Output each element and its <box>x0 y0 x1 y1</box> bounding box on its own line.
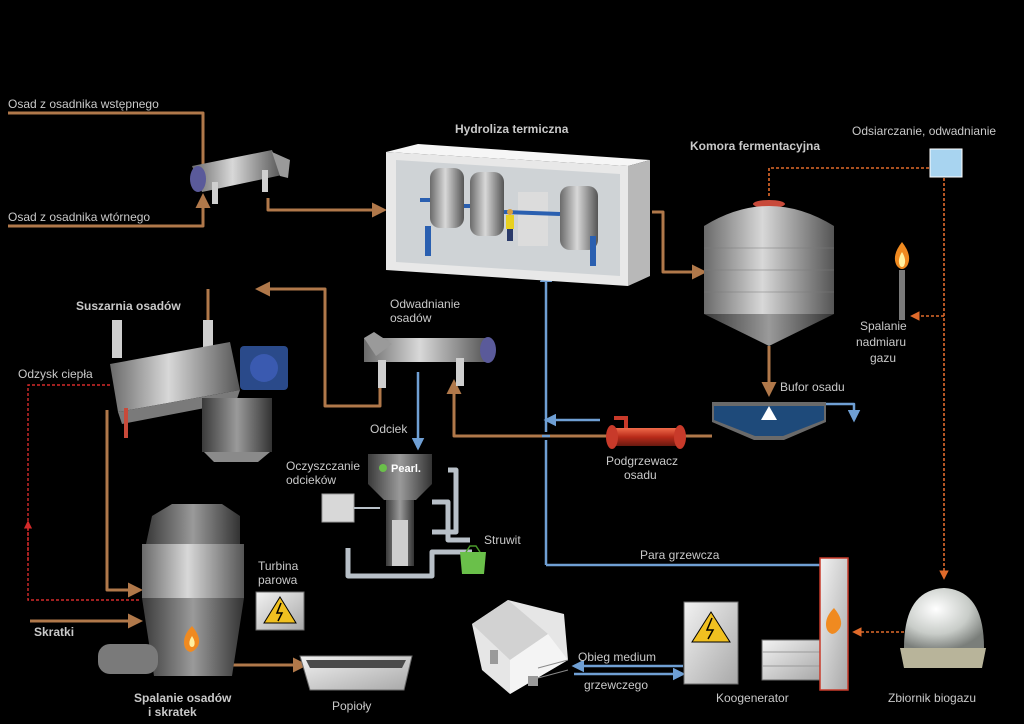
label-heating-steam: Para grzewcza <box>640 548 720 562</box>
label-secondary-sludge: Osad z osadnika wtórnego <box>8 210 150 224</box>
label-dewatering-line2: osadów <box>390 311 432 325</box>
gas-flows <box>768 167 949 637</box>
label-biogas-tank: Zbiornik biogazu <box>888 691 976 705</box>
label-desulfurization: Odsiarczanie, odwadnianie <box>852 124 996 138</box>
label-filtrate-treatment-line1: Oczyszczanie <box>286 459 360 473</box>
high-voltage-icon <box>255 591 305 631</box>
label-flare-line2: nadmiaru <box>856 335 906 349</box>
heat-flows <box>23 384 140 601</box>
water-flows <box>411 272 861 681</box>
flow-heat-recovery <box>27 384 140 601</box>
flow-to-hydrolysis <box>266 198 387 218</box>
label-filtrate: Odciek <box>370 422 408 436</box>
label-flare-line1: Spalanie <box>860 319 907 333</box>
flow-to-digester <box>652 210 707 280</box>
label-thermal-hydrolysis: Hydroliza termiczna <box>455 122 569 136</box>
centrifuge-icon <box>364 332 496 388</box>
label-dewatering-line1: Odwadnianie <box>390 297 460 311</box>
flow-primary-sludge <box>8 111 211 181</box>
dryer-machine-icon <box>110 320 288 462</box>
ash-container-icon <box>299 655 413 691</box>
label-screenings: Skratki <box>34 625 74 639</box>
label-heater-line1: Podgrzewacz <box>606 454 678 468</box>
label-incineration-line1: Spalanie osadów <box>134 691 232 705</box>
label-heating-loop-line1: Obieg medium <box>578 650 656 664</box>
label-digester: Komora fermentacyjna <box>690 139 820 153</box>
label-steam-turbine-line1: Turbina <box>258 559 299 573</box>
flow-buffer-overflow <box>824 402 861 423</box>
flow-buffer-to-dewatering <box>446 379 712 438</box>
flow-biogas-to-desulfurization <box>768 167 930 196</box>
label-steam-turbine-line2: parowa <box>258 573 298 587</box>
label-cogenerator: Koogenerator <box>716 691 789 705</box>
heater-pipe-icon <box>606 416 686 449</box>
flame-icon <box>894 242 910 320</box>
label-ashes: Popioły <box>332 699 371 713</box>
label-pearl-brand: Pearl. <box>391 463 421 475</box>
hydrolysis-container-icon <box>386 144 650 286</box>
centrifuge-icon <box>190 150 290 204</box>
flow-dryer-to-incinerator <box>105 410 143 598</box>
buffer-tank-icon <box>712 402 826 440</box>
label-heating-loop-line2: grzewczego <box>584 678 648 692</box>
label-flare-line3: gazu <box>870 351 896 365</box>
label-incineration-line2: i skratek <box>148 705 197 719</box>
flow-secondary-sludge <box>8 193 211 228</box>
label-primary-sludge: Osad z osadnika wstępnego <box>8 97 159 111</box>
label-struvite: Struwit <box>484 533 521 547</box>
house-icon <box>472 600 569 694</box>
label-heater-line2: osadu <box>624 468 657 482</box>
desulfurizer-box-icon <box>929 148 963 178</box>
struvite-bag-icon <box>460 545 486 574</box>
digester-tank-icon <box>704 200 834 346</box>
label-dryer: Suszarnia osadów <box>76 299 181 313</box>
biogas-dome-icon <box>900 588 986 668</box>
label-sludge-buffer: Bufor osadu <box>780 380 845 394</box>
label-heat-recovery: Odzysk ciepła <box>18 367 93 381</box>
cogenerator-icon <box>683 557 849 691</box>
flow-dewatering-to-dryer <box>255 281 382 408</box>
label-filtrate-treatment-line2: odcieków <box>286 473 336 487</box>
incinerator-icon <box>98 504 244 676</box>
pearl-reactor-icon <box>321 454 472 579</box>
